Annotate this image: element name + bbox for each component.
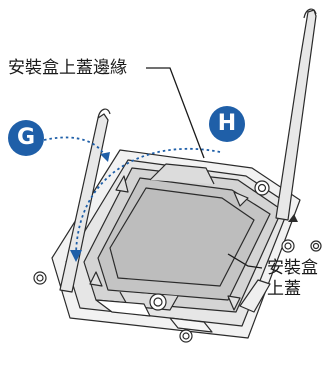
- plate-window: [109, 187, 255, 287]
- step-h-badge: H: [209, 106, 245, 142]
- screw-hole-5: [281, 239, 295, 253]
- cover-edge-label: 安裝盒上蓋邊緣: [8, 58, 127, 78]
- screw-hole-6: [310, 240, 322, 252]
- leader-side: [227, 253, 263, 269]
- cover-label: 安裝盒 上蓋: [267, 258, 318, 300]
- corner-tab-3: [89, 271, 103, 287]
- screw-hole-4: [254, 180, 270, 196]
- screw-hole-3: [179, 329, 193, 343]
- arrow-h-head: [70, 250, 82, 262]
- cover-label-line1: 安裝盒: [267, 258, 318, 278]
- corner-tab-1: [115, 175, 129, 193]
- arrow-h-path: [75, 148, 221, 255]
- screw-hole-1: [33, 271, 47, 285]
- right-lever-tip: [303, 8, 317, 19]
- frame-slot: [95, 299, 151, 317]
- step-g-badge: G: [8, 120, 44, 156]
- frame-rail: [239, 279, 271, 313]
- corner-tab-4: [227, 295, 241, 311]
- cover-label-line2: 上蓋: [267, 279, 301, 299]
- plate-notch-top: [149, 163, 215, 185]
- left-lever: [59, 113, 109, 293]
- leader-top: [146, 67, 205, 159]
- screw-hole-2: [149, 293, 167, 311]
- pin1-triangle-marker: [288, 214, 298, 222]
- right-lever: [275, 9, 317, 221]
- corner-tab-2: [233, 191, 249, 207]
- left-lever-hook: [97, 108, 111, 119]
- frame-step: [169, 317, 213, 333]
- arrow-g-head: [100, 152, 110, 162]
